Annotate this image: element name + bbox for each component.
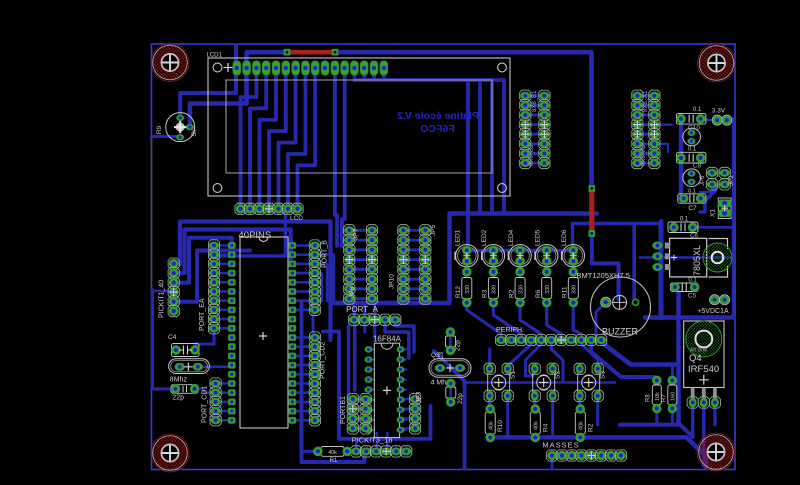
svg-text:C8: C8: [693, 163, 702, 170]
svg-text:JP5: JP5: [430, 224, 437, 236]
svg-text:R2: R2: [508, 289, 515, 298]
svg-text:22p: 22p: [455, 340, 462, 351]
svg-text:JP10: JP10: [389, 274, 396, 289]
svg-text:PICKIT3_18: PICKIT3_18: [352, 436, 393, 445]
svg-text:PICKIT1_40: PICKIT1_40: [159, 280, 166, 318]
svg-text:330: 330: [518, 285, 524, 294]
svg-text:40k: 40k: [328, 450, 337, 456]
svg-text:C7: C7: [688, 205, 697, 212]
svg-text:22p: 22p: [172, 395, 184, 402]
svg-text:Alt 2kW: Alt 2kW: [690, 348, 708, 354]
svg-text:40k: 40k: [488, 421, 494, 430]
svg-text:16F84A: 16F84A: [373, 335, 402, 344]
svg-text:JP6: JP6: [700, 175, 706, 186]
svg-text:Platine école V.2: Platine école V.2: [397, 110, 479, 122]
svg-text:LED6: LED6: [561, 229, 568, 246]
svg-text:Q4: Q4: [689, 353, 702, 364]
svg-text:8X8_A2: 8X8_A2: [641, 144, 647, 166]
svg-text:330: 330: [545, 285, 551, 294]
svg-text:F6FCO: F6FCO: [420, 123, 454, 135]
svg-text:330: 330: [465, 285, 471, 294]
svg-text:0.1: 0.1: [688, 278, 697, 284]
svg-text:JP7: JP7: [353, 228, 360, 240]
svg-text:LED2: LED2: [481, 229, 488, 246]
svg-text:LED4: LED4: [508, 229, 515, 246]
svg-text:JP9: JP9: [729, 175, 735, 186]
svg-text:PORT_A: PORT_A: [346, 305, 379, 314]
svg-text:5k: 5k: [191, 129, 198, 137]
svg-text:R1: R1: [330, 458, 338, 464]
svg-text:PERIPH.: PERIPH.: [496, 327, 524, 334]
svg-text:PORT_EA: PORT_EA: [199, 298, 206, 331]
svg-text:0.1: 0.1: [688, 147, 697, 153]
svg-text:8X8_A1: 8X8_A1: [643, 90, 649, 112]
svg-text:PORT_CD1: PORT_CD1: [202, 386, 209, 423]
svg-text:3.3V: 3.3V: [712, 108, 726, 115]
svg-text:40PINS: 40PINS: [239, 230, 272, 241]
svg-text:S2: S2: [555, 371, 562, 379]
svg-text:MASSES: MASSES: [542, 441, 579, 450]
svg-text:160: 160: [670, 392, 676, 401]
svg-text:R9: R9: [156, 125, 163, 134]
svg-text:PORTB1: PORTB1: [340, 396, 347, 424]
svg-text:40k: 40k: [579, 421, 585, 430]
svg-text:+5VDC1A: +5VDC1A: [697, 308, 729, 315]
svg-text:0.1: 0.1: [688, 189, 696, 195]
svg-text:S3: S3: [600, 371, 607, 379]
svg-text:7805XL: 7805XL: [692, 245, 702, 276]
svg-text:0.1: 0.1: [693, 107, 702, 113]
svg-text:330: 330: [492, 285, 498, 294]
svg-text:C3: C3: [439, 351, 445, 359]
svg-text:8X8_B1: 8X8_B1: [532, 90, 538, 112]
svg-text:8Mhz: 8Mhz: [170, 377, 188, 384]
svg-text:R6: R6: [535, 289, 542, 298]
svg-text:LCD: LCD: [290, 215, 303, 222]
svg-text:8X8_B2: 8X8_B2: [529, 144, 535, 166]
svg-text:R12: R12: [455, 286, 462, 298]
svg-text:R7: R7: [662, 394, 668, 402]
svg-text:4 Mhz: 4 Mhz: [431, 380, 451, 387]
svg-text:LCD1: LCD1: [207, 53, 223, 59]
svg-text:R11: R11: [562, 286, 569, 298]
svg-text:C5: C5: [688, 293, 697, 300]
svg-text:C4: C4: [168, 334, 177, 341]
svg-text:PORT_B: PORT_B: [322, 240, 329, 268]
svg-text:IRF540: IRF540: [688, 364, 719, 375]
svg-text:R10: R10: [497, 420, 504, 432]
svg-text:0.1: 0.1: [680, 217, 689, 223]
svg-text:LED1: LED1: [455, 229, 462, 246]
svg-text:JP3: JP3: [416, 391, 423, 403]
svg-text:R4: R4: [542, 423, 549, 432]
svg-text:PORT_CD2: PORT_CD2: [320, 342, 327, 379]
svg-text:22p: 22p: [457, 393, 464, 404]
svg-text:330: 330: [572, 285, 578, 294]
svg-text:C6: C6: [690, 234, 698, 240]
svg-text:10k: 10k: [655, 392, 661, 401]
svg-text:Q3: Q3: [431, 352, 440, 359]
svg-text:R8: R8: [646, 394, 652, 402]
svg-text:S1: S1: [510, 371, 517, 379]
svg-text:X1: X1: [710, 209, 717, 217]
svg-text:R2: R2: [587, 423, 594, 432]
svg-text:LED5: LED5: [535, 229, 542, 246]
svg-text:R3: R3: [482, 289, 489, 298]
svg-text:JP8: JP8: [349, 286, 356, 298]
svg-text:40k: 40k: [534, 421, 540, 430]
svg-text:BUZZER: BUZZER: [602, 327, 639, 337]
svg-text:BMT1205XH7.5: BMT1205XH7.5: [577, 271, 630, 280]
